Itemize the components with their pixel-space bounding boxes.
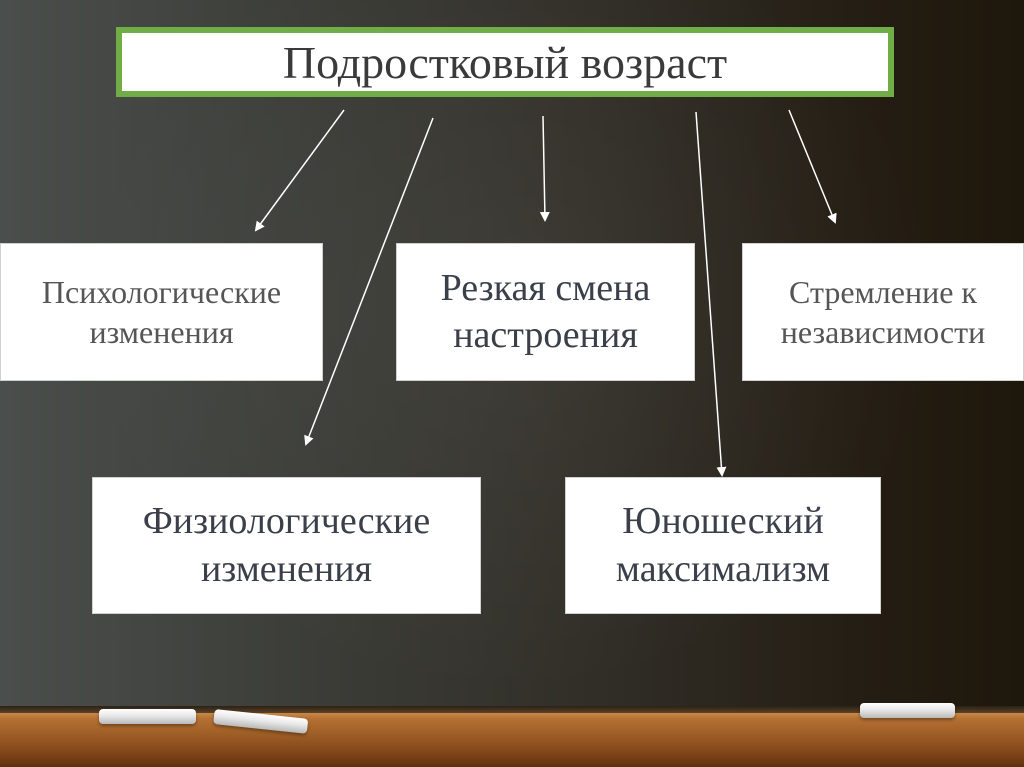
arrow-to-mood bbox=[539, 115, 550, 222]
chalk-piece-right bbox=[860, 703, 955, 718]
title-box: Подростковый возраст bbox=[116, 27, 894, 97]
node-physio-line1: Физиологические bbox=[142, 500, 431, 542]
arrow-to-psych bbox=[254, 109, 345, 232]
node-psych-line1: Психологические bbox=[41, 274, 282, 310]
node-mood-line2: настроения bbox=[453, 314, 638, 356]
node-physiological-changes: Физиологические изменения bbox=[92, 477, 481, 614]
node-independence-line2: независимости bbox=[780, 314, 986, 350]
arrow-to-independence bbox=[788, 109, 837, 224]
node-independence-line1: Стремление к bbox=[789, 274, 977, 310]
node-mood-swings: Резкая смена настроения bbox=[396, 243, 695, 381]
chalk-ledge-lip bbox=[0, 706, 1024, 715]
node-maximalism-line2: максимализм bbox=[615, 547, 831, 590]
node-maximalism-line1: Юношеский bbox=[622, 500, 824, 542]
node-independence: Стремление к независимости bbox=[742, 243, 1024, 381]
title-text: Подростковый возраст bbox=[282, 36, 728, 88]
node-psych-line2: изменения bbox=[89, 314, 234, 350]
arrow-to-maximalism bbox=[695, 111, 727, 477]
chalk-piece-left bbox=[99, 709, 196, 724]
node-psychological-changes: Психологические изменения bbox=[0, 243, 323, 381]
node-mood-line1: Резкая смена bbox=[440, 266, 651, 309]
node-youth-maximalism: Юношеский максимализм bbox=[565, 477, 881, 614]
node-physio-line2: изменения bbox=[200, 547, 373, 590]
